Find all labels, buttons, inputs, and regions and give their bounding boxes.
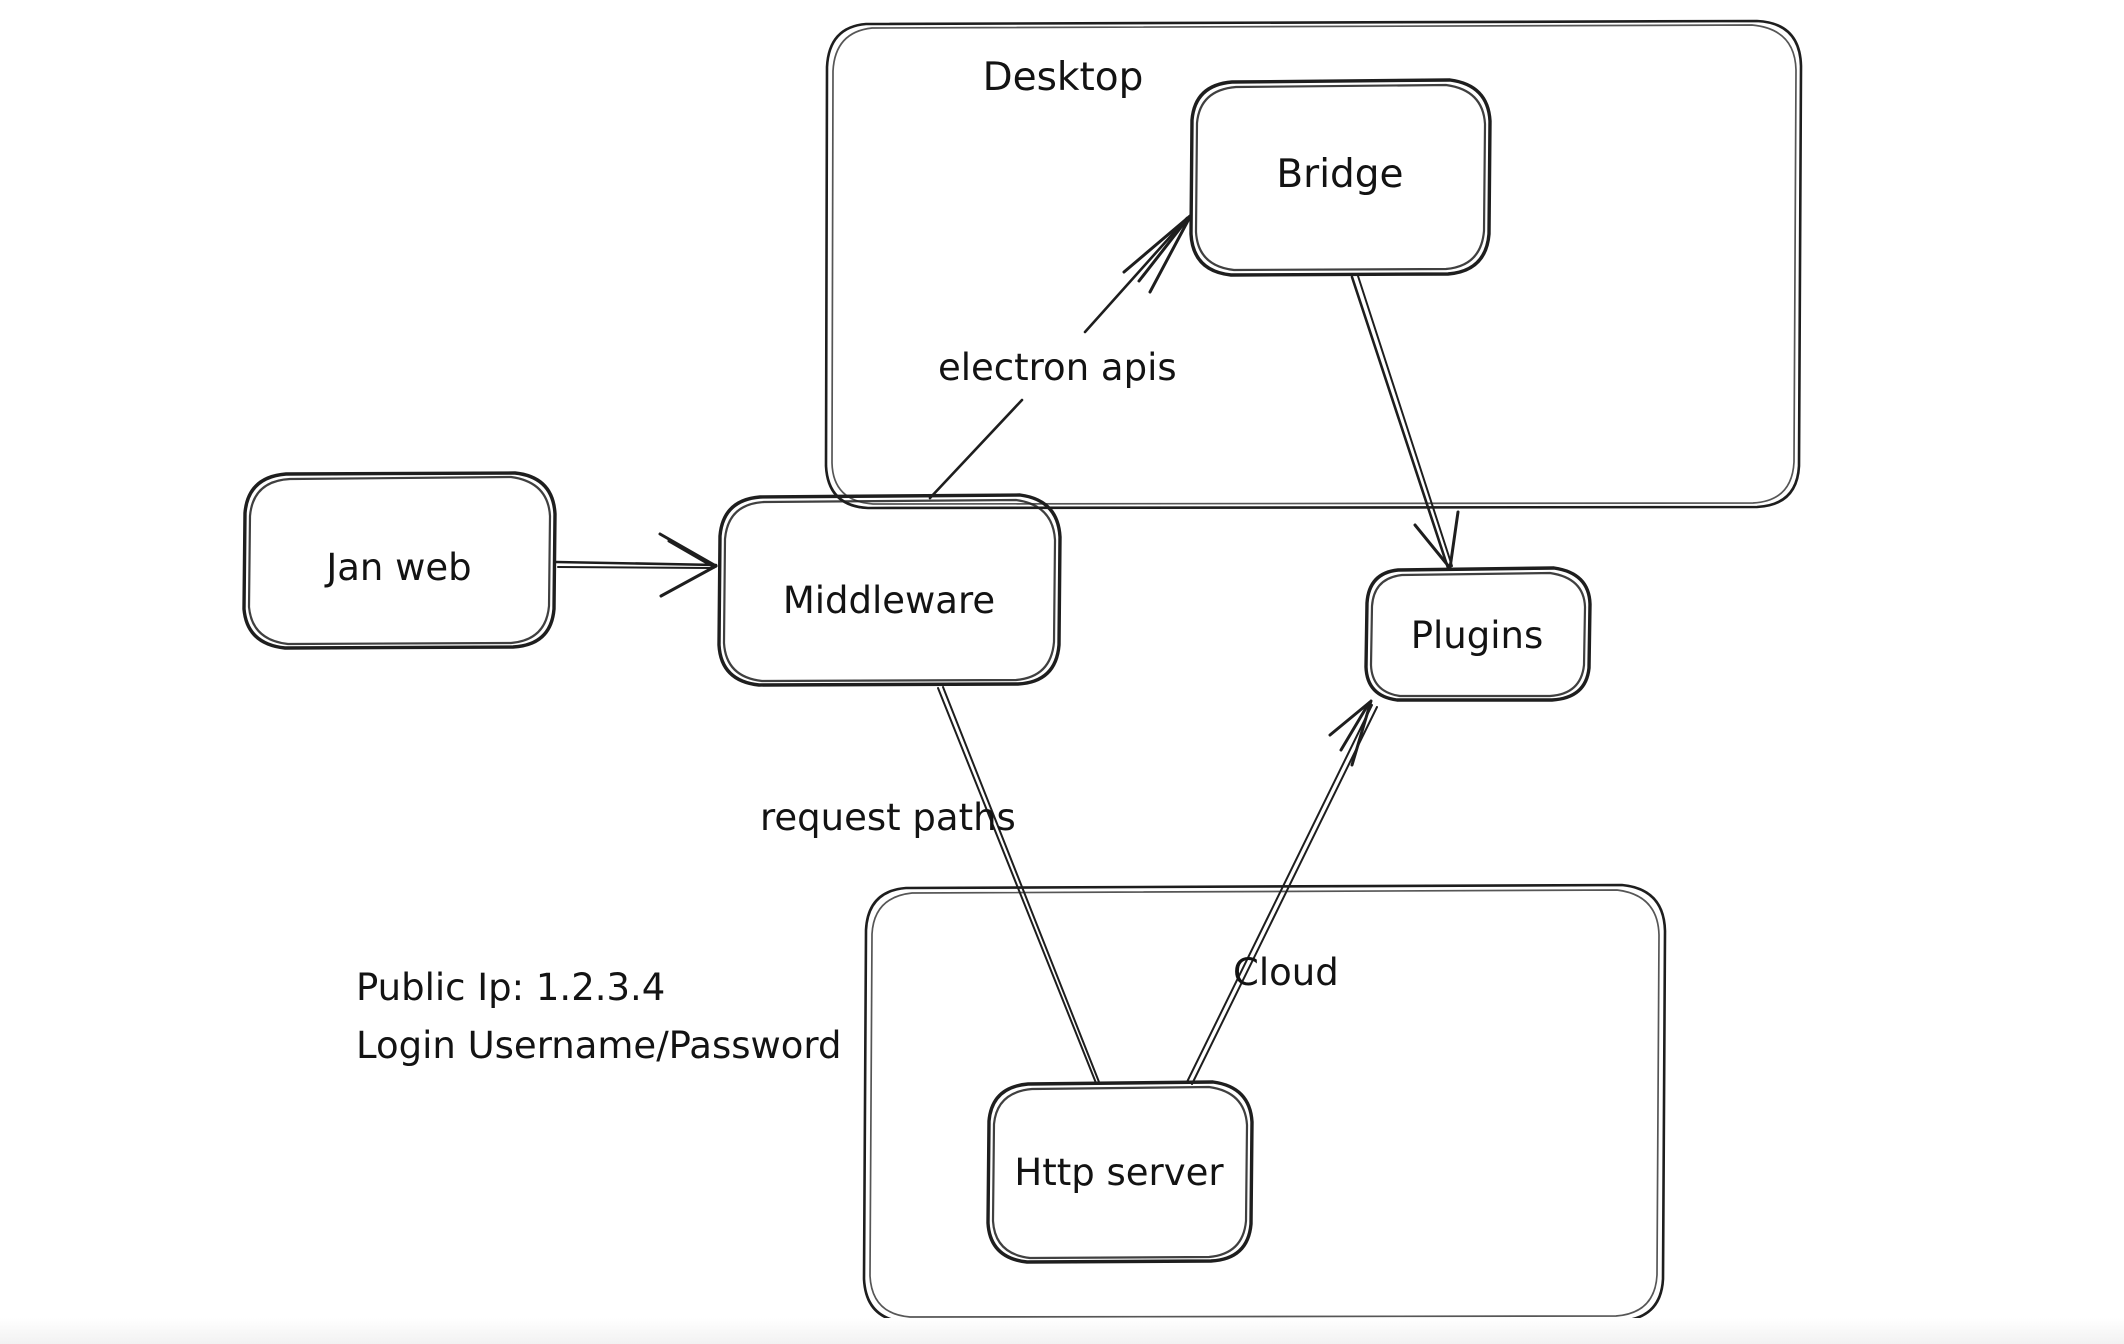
node-jan-web[interactable] [242,471,557,650]
edge-bridge-to-plugins [1350,275,1460,570]
node-bridge[interactable] [1189,78,1492,277]
node-label-plugins: Plugins [1411,614,1544,657]
node-label-bridge: Bridge [1276,152,1403,197]
note-login-credentials: Login Username/Password [356,1024,841,1067]
node-http-server[interactable] [986,1080,1254,1264]
edge-label-cloud: Cloud [1233,951,1339,994]
node-middleware[interactable] [717,493,1062,687]
edge-label-electron-apis: electron apis [938,346,1177,389]
node-label-http-server: Http server [1014,1151,1224,1194]
container-desktop [824,19,1803,510]
node-label-jan-web: Jan web [324,546,471,589]
bottom-edge-band [0,1318,2124,1344]
edge-middleware-to-bridge [928,213,1193,500]
container-label-desktop: Desktop [983,55,1144,100]
note-public-ip: Public Ip: 1.2.3.4 [356,966,665,1009]
node-plugins[interactable] [1364,566,1592,702]
edge-middleware-to-http-server [937,686,1100,1084]
edge-label-request-paths: request paths [760,796,1016,839]
node-label-middleware: Middleware [783,579,995,622]
edge-http-server-to-plugins [1186,699,1378,1085]
edge-jan-to-middleware [554,532,718,598]
